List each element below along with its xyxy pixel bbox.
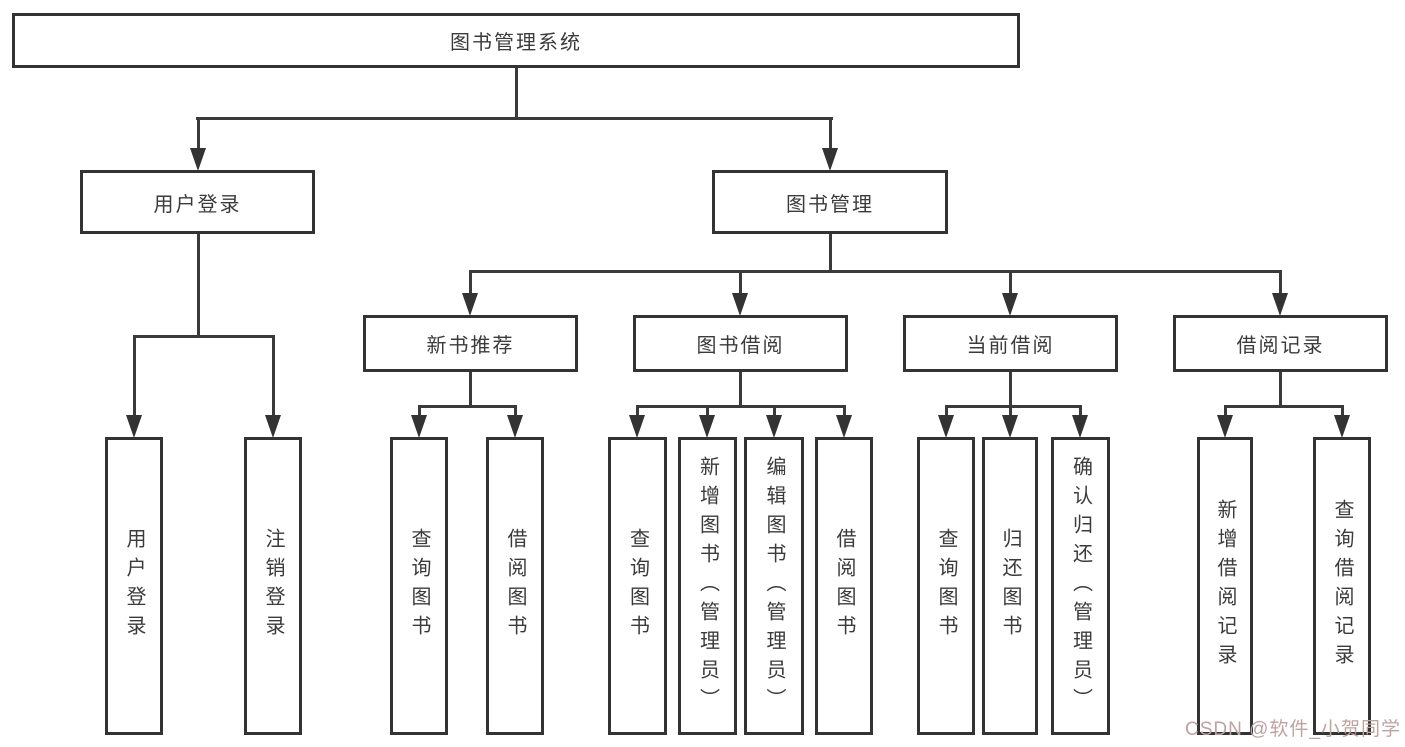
leaf-label: 查询图书 xyxy=(408,528,430,644)
node-label: 图书管理 xyxy=(786,193,874,216)
connector-line xyxy=(469,372,472,408)
connector-line xyxy=(514,405,517,419)
connector-line xyxy=(1009,372,1012,408)
leaf-label: 注销登录 xyxy=(262,528,284,644)
connector-line xyxy=(1009,270,1012,297)
leaf-query-books: 查询图书 xyxy=(390,437,448,735)
connector-line xyxy=(469,270,472,297)
connector-line xyxy=(197,234,200,338)
arrowhead-icon xyxy=(507,415,523,438)
node-label: 当前借阅 xyxy=(966,335,1055,357)
arrowhead-icon xyxy=(1072,415,1088,438)
connector-line xyxy=(418,405,421,419)
connector-line xyxy=(843,405,846,419)
arrowhead-icon xyxy=(822,148,838,171)
leaf-label: 借阅图书 xyxy=(833,528,855,644)
connector-line xyxy=(945,405,1082,408)
connector-line xyxy=(1224,405,1227,419)
arrowhead-icon xyxy=(190,148,206,171)
leaf-label: 新增图书（管理员） xyxy=(696,455,719,717)
node-label: 图书管理系统 xyxy=(450,32,582,54)
arrowhead-icon xyxy=(1334,415,1350,438)
connector-line xyxy=(196,117,833,120)
leaf-logout: 注销登录 xyxy=(244,437,302,735)
arrowhead-icon xyxy=(126,415,142,438)
connector-line xyxy=(1224,405,1344,408)
leaf-label: 查询借阅记录 xyxy=(1331,499,1353,673)
arrowhead-icon xyxy=(732,293,748,316)
connector-line xyxy=(1341,405,1344,419)
connector-line xyxy=(773,405,776,419)
leaf-label: 借阅图书 xyxy=(504,528,526,644)
connector-line xyxy=(133,335,136,419)
leaf-query-books-2: 查询图书 xyxy=(608,437,667,735)
leaf-add-borrow-record: 新增借阅记录 xyxy=(1197,437,1253,735)
leaf-label: 新增借阅记录 xyxy=(1214,499,1236,673)
connector-line xyxy=(706,405,709,419)
node-label: 借阅记录 xyxy=(1236,335,1325,357)
connector-line xyxy=(1079,405,1082,419)
arrowhead-icon xyxy=(462,293,478,316)
node-current-borrowing: 当前借阅 xyxy=(903,315,1118,372)
node-library-system: 图书管理系统 xyxy=(12,13,1020,68)
connector-line xyxy=(636,405,639,419)
node-book-borrowing: 图书借阅 xyxy=(633,315,848,372)
leaf-user-login: 用户登录 xyxy=(105,437,163,735)
connector-line xyxy=(1279,372,1282,408)
arrowhead-icon xyxy=(1002,293,1018,316)
node-label: 新书推荐 xyxy=(426,335,515,357)
arrowhead-icon xyxy=(938,415,954,438)
arrowhead-icon xyxy=(411,415,427,438)
connector-line xyxy=(829,234,832,273)
connector-line xyxy=(739,372,742,408)
connector-line xyxy=(418,405,517,408)
leaf-label: 用户登录 xyxy=(123,528,145,644)
connector-line xyxy=(469,270,1282,273)
connector-line xyxy=(133,335,275,338)
arrowhead-icon xyxy=(699,415,715,438)
arrowhead-icon xyxy=(629,415,645,438)
arrowhead-icon xyxy=(1272,293,1288,316)
leaf-add-books-admin: 新增图书（管理员） xyxy=(678,437,737,735)
leaf-label: 查询图书 xyxy=(935,528,957,644)
node-new-book-recommend: 新书推荐 xyxy=(363,315,578,372)
arrowhead-icon xyxy=(766,415,782,438)
connector-line xyxy=(272,335,275,419)
leaf-edit-books-admin: 编辑图书（管理员） xyxy=(744,437,804,735)
leaf-label: 查询图书 xyxy=(626,528,649,644)
leaf-borrow-books: 借阅图书 xyxy=(486,437,544,735)
connector-line xyxy=(739,270,742,297)
leaf-return-books: 归还图书 xyxy=(982,437,1038,735)
watermark: CSDN @软件_小贺同学 xyxy=(1185,719,1401,740)
connector-line xyxy=(1009,405,1012,419)
node-book-management: 图书管理 xyxy=(712,170,948,234)
arrowhead-icon xyxy=(1002,415,1018,438)
connector-line xyxy=(197,117,200,151)
connector-line xyxy=(515,68,518,119)
node-borrow-records: 借阅记录 xyxy=(1173,315,1388,372)
leaf-confirm-return-admin: 确认归还（管理员） xyxy=(1051,437,1110,735)
node-user-login: 用户登录 xyxy=(80,170,315,234)
arrowhead-icon xyxy=(836,415,852,438)
connector-line xyxy=(636,405,846,408)
connector-line xyxy=(1279,270,1282,297)
arrowhead-icon xyxy=(265,415,281,438)
arrowhead-icon xyxy=(1217,415,1233,438)
leaf-label: 编辑图书（管理员） xyxy=(763,455,785,717)
connector-line xyxy=(829,117,832,151)
leaf-label: 确认归还（管理员） xyxy=(1069,455,1092,717)
leaf-borrow-books-2: 借阅图书 xyxy=(815,437,873,735)
leaf-query-borrow-record: 查询借阅记录 xyxy=(1313,437,1371,735)
node-label: 图书借阅 xyxy=(696,335,785,357)
node-label: 用户登录 xyxy=(153,193,242,216)
connector-line xyxy=(945,405,948,419)
leaf-label: 归还图书 xyxy=(999,528,1021,644)
leaf-query-books-3: 查询图书 xyxy=(917,437,975,735)
